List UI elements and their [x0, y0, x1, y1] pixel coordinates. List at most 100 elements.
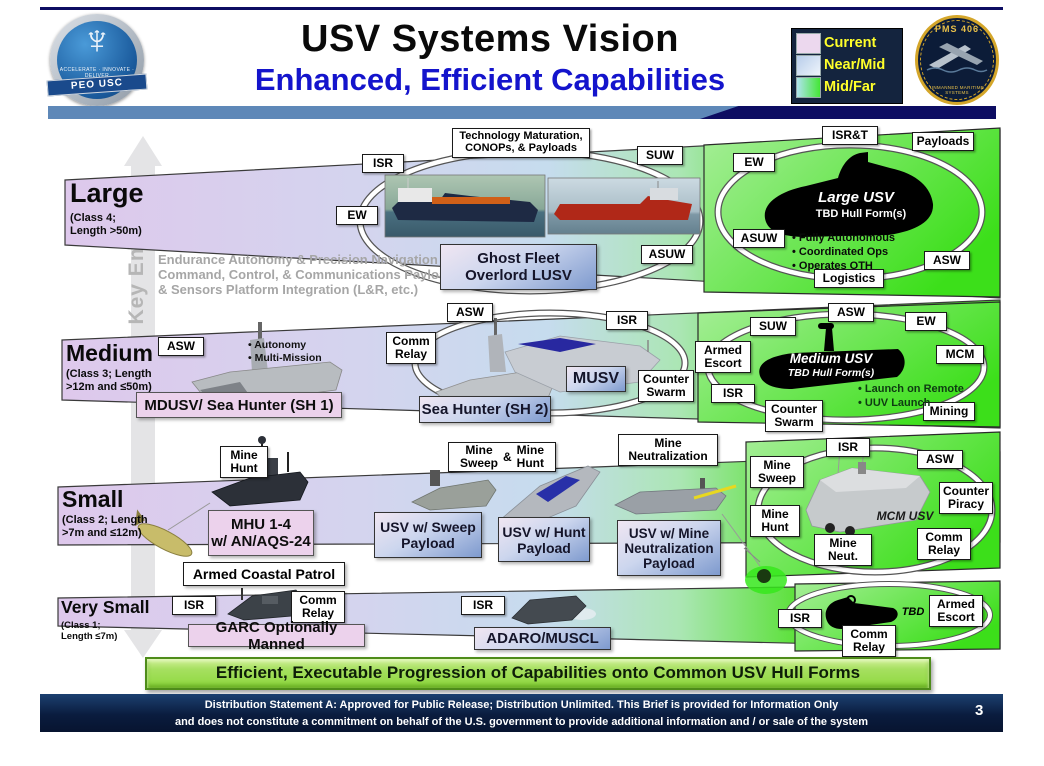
platform-usv-sweep: USV w/ Sweep Payload: [374, 512, 482, 558]
ghost-fleet-photo-blue: [384, 174, 546, 238]
towed-sonar-body: [134, 509, 193, 557]
medium-usv-hull: TBD Hull Form(s): [787, 367, 875, 379]
pms-name: PMS 406: [934, 24, 980, 34]
platform-usv-mine-neut: USV w/ Mine Neutralization Payload: [617, 520, 721, 576]
cap-vs-isr-mid: ISR: [461, 596, 505, 615]
cap-vs-isr-current: ISR: [172, 596, 216, 615]
cap-medium-comm-relay: Comm Relay: [386, 332, 436, 364]
page-subtitle: Enhanced, Efficient Capabilities: [254, 62, 726, 97]
cap-medium-isr-mid: ISR: [606, 311, 648, 330]
mcm-usv-render: [805, 445, 931, 536]
cap-small-comm-relay: Comm Relay: [917, 528, 971, 560]
cap-medium-armed-escort: Armed Escort: [695, 341, 751, 373]
cap-vs-comm-relay-future: Comm Relay: [842, 625, 896, 657]
legend-row-current: Current: [796, 32, 898, 54]
cap-large-future-asuw: ASUW: [733, 229, 785, 248]
very-small-tbd-silhouette: [825, 595, 898, 629]
cap-medium-isr-future: ISR: [711, 384, 755, 403]
cap-small-mine-hunt-current: Mine Hunt: [220, 446, 268, 478]
platform-mdusv-sh1: MDUSV/ Sea Hunter (SH 1): [136, 392, 342, 418]
row-class-medium: (Class 3; Length >12m and ≤50m): [66, 368, 152, 393]
large-usv-silhouette: [764, 152, 934, 237]
cap-medium-asw-future: ASW: [828, 303, 874, 322]
cap-vs-isr-future: ISR: [778, 609, 822, 628]
cap-medium-asw-current: ASW: [158, 337, 204, 356]
legend-swatch-nearmid: [796, 54, 821, 76]
platform-armed-coastal-patrol: Armed Coastal Patrol: [183, 562, 345, 586]
cap-medium-counter-swarm-mid: Counter Swarm: [638, 370, 694, 402]
row-class-very-small: (Class 1; Length ≤7m): [61, 620, 118, 642]
top-rule: [40, 7, 1003, 10]
cap-medium-mining: Mining: [923, 402, 975, 421]
distribution-line2: and does not constitute a commitment on …: [174, 715, 869, 728]
cap-large-tech-maturation: Technology Maturation, CONOPs, & Payload…: [452, 128, 590, 158]
legend-label-current: Current: [824, 35, 877, 51]
cap-small-mine-neutralization: Mine Neutralization: [618, 434, 718, 466]
cap-small-isr: ISR: [826, 438, 870, 457]
medium-usv-bullets: • Launch on Remote • UUV Launch: [858, 383, 964, 409]
row-label-large: Large: [70, 178, 144, 208]
usv-sweep-photo: [411, 470, 497, 511]
cap-large-future-ew: EW: [733, 153, 775, 172]
distribution-line1: Distribution Statement A: Approved for P…: [204, 699, 839, 711]
trident-icon: ♆: [81, 16, 113, 63]
cap-large-payloads: Payloads: [912, 132, 974, 151]
cap-small-mine-hunt-mid: Mine Hunt: [516, 443, 545, 470]
cap-medium-ew: EW: [905, 312, 947, 331]
key-enablers-list: Endurance Autonomy & Precision Navigatio…: [158, 252, 462, 298]
cap-medium-counter-swarm-future: Counter Swarm: [765, 400, 823, 432]
pms-406-logo: PMS 406 UNMANNED MARITIME SYSTEMS: [915, 15, 999, 105]
platform-sea-hunter-sh2: Sea Hunter (SH 2): [419, 396, 551, 423]
pms-logo-ring: [920, 20, 994, 100]
peo-usc-logo: ♆ ACCELERATE · INNOVATE · DELIVER PEO US…: [46, 14, 148, 106]
cap-small-mine-neut-future: Mine Neut.: [814, 534, 872, 566]
timeframe-legend: Current Near/Mid Mid/Far: [791, 28, 903, 104]
platform-ghost-fleet-lusv: Ghost Fleet Overlord LUSV: [440, 244, 597, 290]
cap-large-isrt: ISR&T: [822, 126, 878, 145]
medium-current-bullets: • Autonomy • Multi-Mission: [248, 339, 322, 365]
cap-medium-suw: SUW: [750, 317, 796, 336]
legend-row-midfar: Mid/Far: [796, 76, 898, 98]
row-label-very-small: Very Small: [61, 597, 150, 617]
page-title: USV Systems Vision: [301, 18, 679, 60]
cap-vs-armed-escort: Armed Escort: [929, 595, 983, 627]
platform-mhu: MHU 1-4 w/ AN/AQS-24: [208, 510, 314, 556]
ampersand: &: [503, 449, 512, 464]
legend-label-nearmid: Near/Mid: [824, 57, 886, 73]
cap-large-asuw: ASUW: [641, 245, 693, 264]
medium-usv-name: Medium USV: [789, 351, 873, 366]
vs-tbd-name: TBD: [901, 606, 925, 618]
cap-large-ew: EW: [336, 206, 378, 225]
adaro-boat-photo: [511, 595, 596, 625]
legend-swatch-midfar: [796, 76, 821, 98]
cap-medium-mcm: MCM: [936, 345, 984, 364]
legend-swatch-current: [796, 32, 821, 54]
platform-usv-hunt: USV w/ Hunt Payload: [498, 517, 590, 562]
cap-medium-asw-mid: ASW: [447, 303, 493, 322]
cap-large-logistics: Logistics: [814, 269, 884, 288]
cap-small-mine-hunt-future: Mine Hunt: [750, 505, 800, 537]
bottom-banner: Efficient, Executable Progression of Cap…: [145, 657, 931, 690]
ghost-fleet-photo-red: [547, 177, 701, 235]
cap-vs-comm-relay-current: Comm Relay: [291, 591, 345, 623]
row-class-large: (Class 4; Length >50m): [70, 212, 142, 237]
large-usv-hull: TBD Hull Form(s): [815, 208, 907, 220]
green-buoy: [743, 547, 787, 594]
row-label-medium: Medium: [66, 340, 153, 366]
usv-neutralization-photo: [614, 478, 761, 567]
cap-large-isr: ISR: [362, 154, 404, 173]
header-divider-navy: [700, 106, 996, 119]
cap-large-asw: ASW: [924, 251, 970, 270]
large-usv-bullets: • Fully Autonomous • Coordinated Ops • O…: [792, 232, 896, 272]
distribution-statement: Distribution Statement A: Approved for P…: [40, 694, 1003, 732]
cap-small-sweep-and-hunt: Mine Sweep & Mine Hunt: [448, 442, 556, 472]
row-label-small: Small: [62, 486, 124, 512]
pms-subtitle: UNMANNED MARITIME SYSTEMS: [929, 85, 985, 95]
cap-small-asw: ASW: [917, 450, 963, 469]
legend-row-nearmid: Near/Mid: [796, 54, 898, 76]
row-class-small: (Class 2; Length >7m and ≤12m): [62, 514, 148, 539]
platform-adaro-muscl: ADARO/MUSCL: [474, 627, 611, 650]
cap-small-counter-piracy: Counter Piracy: [939, 482, 993, 514]
